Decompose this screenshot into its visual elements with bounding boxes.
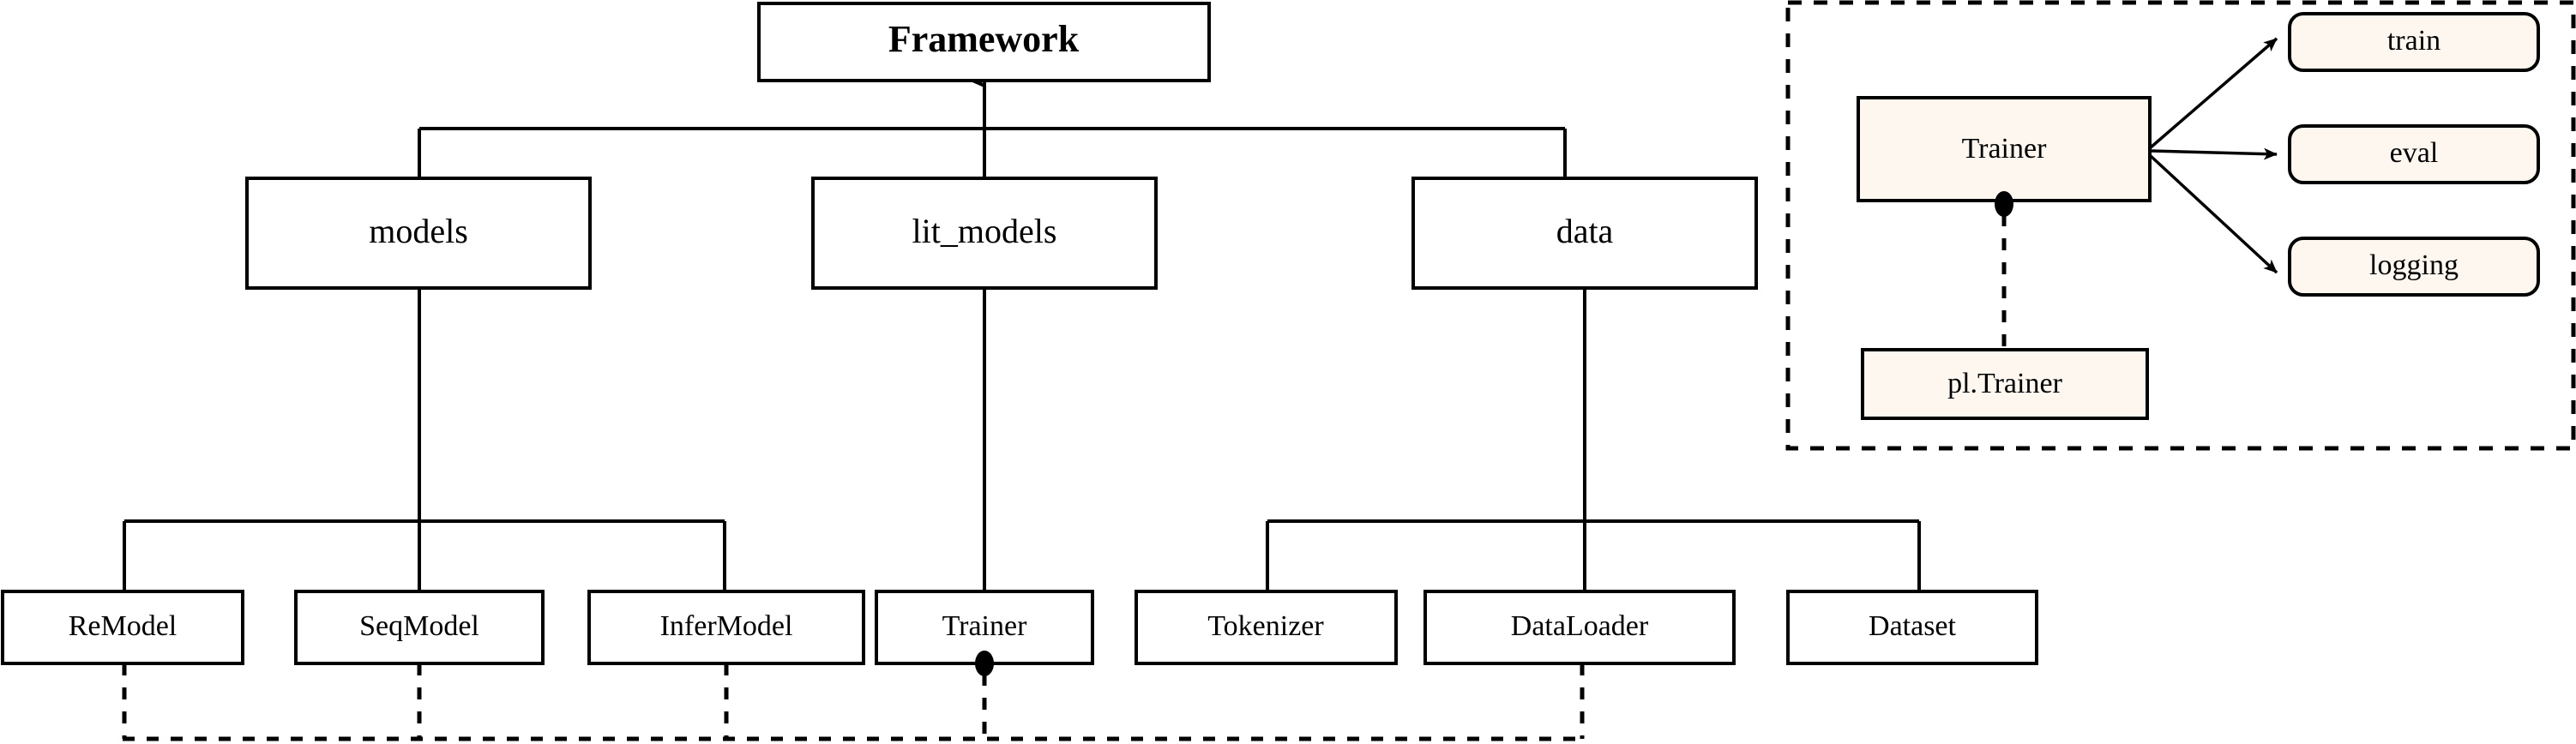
node-trainer-label: Trainer bbox=[942, 610, 1028, 642]
inset-panel: Trainer train eval logging bbox=[1785, 0, 2576, 451]
inset-node-pl-trainer[interactable]: pl.Trainer bbox=[1861, 348, 2149, 420]
node-dataset[interactable]: Dataset bbox=[1786, 590, 2038, 665]
node-data-label: data bbox=[1556, 212, 1614, 250]
node-trainer[interactable]: Trainer bbox=[875, 590, 1094, 676]
node-seqmodel-label: SeqModel bbox=[359, 610, 479, 642]
inset-node-train-label: train bbox=[2387, 25, 2441, 57]
node-remodel-label: ReModel bbox=[69, 610, 178, 642]
composition-dot-inset-trainer bbox=[1995, 191, 2013, 217]
node-models[interactable]: models bbox=[245, 177, 592, 290]
composition-dot-trainer bbox=[975, 651, 994, 676]
tree-edges-level1 bbox=[418, 82, 1567, 178]
node-seqmodel[interactable]: SeqModel bbox=[294, 590, 545, 665]
dependency-links-dashed bbox=[122, 663, 1585, 741]
node-dataloader[interactable]: DataLoader bbox=[1423, 590, 1736, 665]
inset-node-train[interactable]: train bbox=[2288, 12, 2540, 72]
node-data[interactable]: data bbox=[1411, 177, 1758, 290]
tree-edges-level2 bbox=[123, 238, 1921, 591]
node-dataset-label: Dataset bbox=[1869, 610, 1957, 642]
inset-node-trainer[interactable]: Trainer bbox=[1857, 96, 2152, 217]
node-models-label: models bbox=[369, 212, 468, 250]
inset-node-eval[interactable]: eval bbox=[2288, 124, 2540, 184]
node-remodel[interactable]: ReModel bbox=[1, 590, 244, 665]
inset-node-logging[interactable]: logging bbox=[2288, 237, 2540, 297]
node-infermodel[interactable]: InferModel bbox=[587, 590, 865, 665]
inset-node-eval-label: eval bbox=[2390, 137, 2439, 169]
node-framework-label: Framework bbox=[888, 18, 1080, 60]
node-lit-models[interactable]: lit_models bbox=[811, 177, 1158, 290]
node-tokenizer-label: Tokenizer bbox=[1207, 610, 1324, 642]
inset-method-arrows bbox=[2149, 37, 2278, 274]
node-dataloader-label: DataLoader bbox=[1511, 610, 1649, 642]
node-framework[interactable]: Framework bbox=[757, 2, 1211, 82]
node-infermodel-label: InferModel bbox=[660, 610, 793, 642]
inset-node-trainer-label: Trainer bbox=[1962, 133, 2048, 165]
node-tokenizer[interactable]: Tokenizer bbox=[1135, 590, 1398, 665]
node-lit-models-label: lit_models bbox=[912, 212, 1057, 250]
inset-node-logging-label: logging bbox=[2369, 249, 2459, 281]
inset-node-pl-trainer-label: pl.Trainer bbox=[1947, 368, 2062, 399]
